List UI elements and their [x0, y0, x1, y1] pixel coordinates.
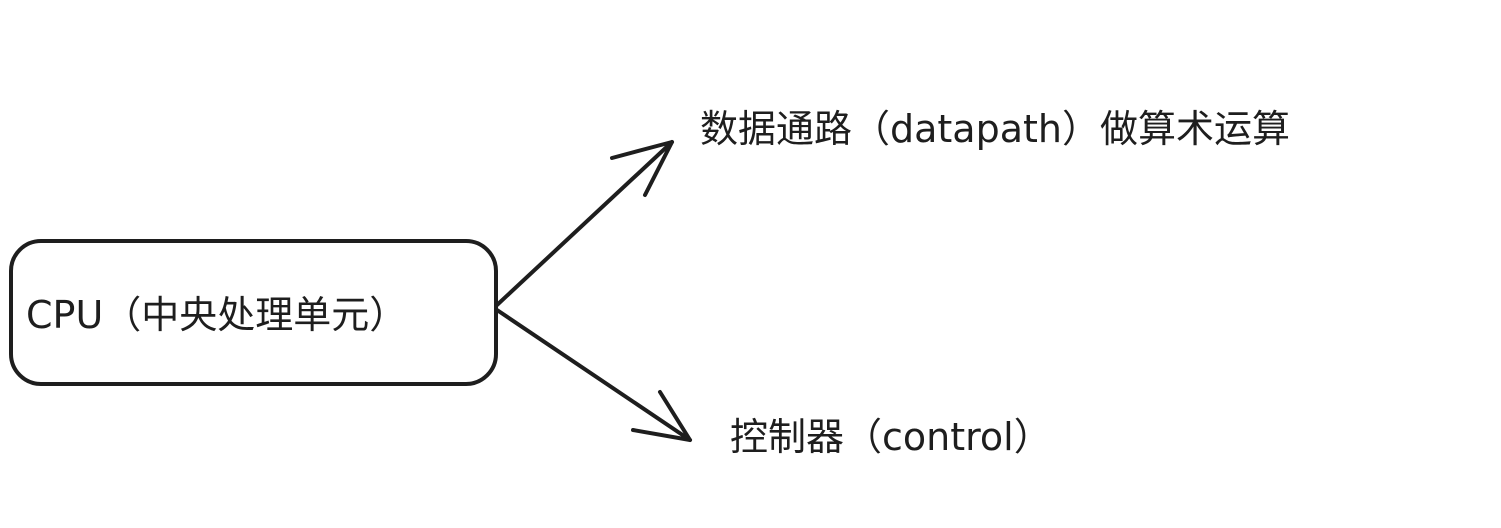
arrow-to-datapath — [495, 140, 674, 307]
cpu-label: CPU（中央处理单元） — [26, 293, 408, 337]
cpu-box — [9, 239, 498, 386]
control-label: 控制器（control） — [730, 415, 1052, 459]
datapath-label: 数据通路（datapath）做算术运算 — [700, 107, 1290, 151]
arrow-to-control — [495, 308, 692, 442]
